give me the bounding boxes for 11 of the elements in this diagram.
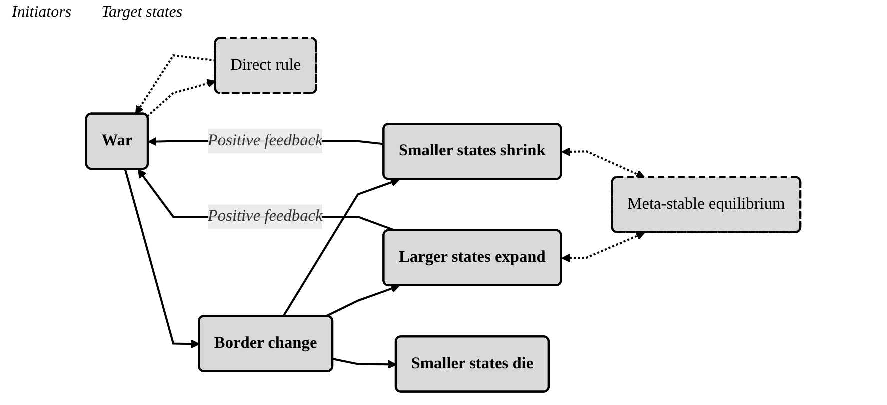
arrow [282,178,400,318]
arrow [146,79,216,118]
annotation-text: Target states [102,4,183,23]
arrow [562,147,646,178]
arrow [332,358,397,370]
arrow [325,284,400,318]
arrow [124,169,200,349]
edge-label: Positive feedback [208,208,323,226]
edge-label: Positive feedback [208,132,323,150]
annotation-text: Initiators [12,4,72,23]
arrow [562,232,646,263]
